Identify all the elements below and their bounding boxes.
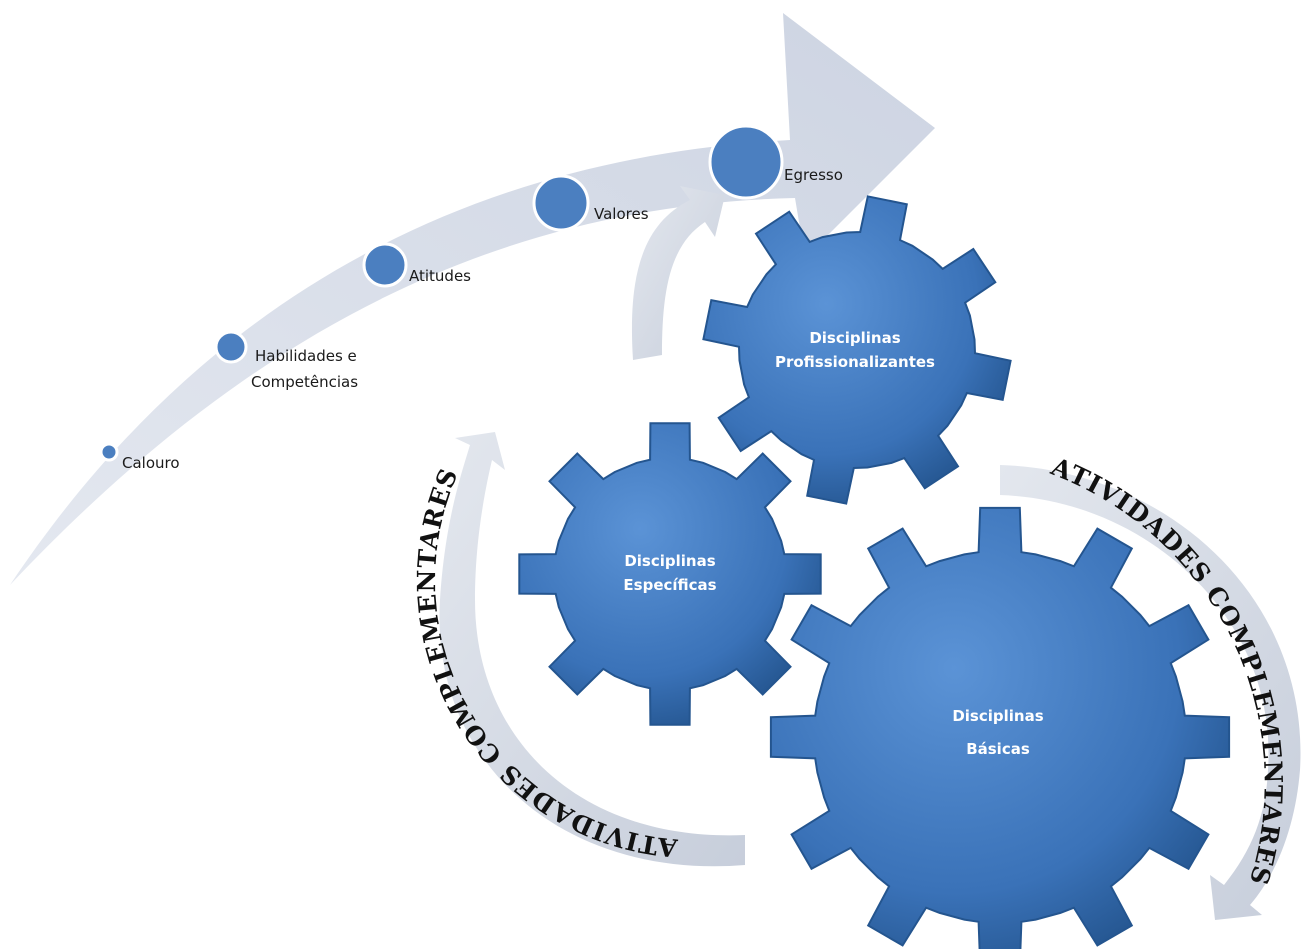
gear-basicas-line1: Disciplinas bbox=[952, 707, 1043, 725]
milestone-label: Habilidades e bbox=[255, 347, 357, 365]
milestone-calouro: Calouro bbox=[99, 442, 180, 472]
gear-especificas-line1: Disciplinas bbox=[624, 552, 715, 570]
milestone-label: Egresso bbox=[784, 166, 843, 184]
gear-especificas: Disciplinas Específicas bbox=[518, 422, 822, 726]
complementary-arc-left bbox=[439, 432, 745, 867]
milestone-label-line2: Competências bbox=[251, 373, 358, 391]
gear-profissionalizantes: Disciplinas Profissionalizantes bbox=[702, 195, 1012, 505]
milestone-atitudes: Atitudes bbox=[362, 242, 471, 288]
gear-basicas: Disciplinas Básicas bbox=[769, 506, 1231, 949]
gear-basicas-line2: Básicas bbox=[966, 740, 1030, 758]
milestone-circle bbox=[532, 174, 590, 232]
complementary-arc-right bbox=[1000, 465, 1301, 920]
milestone-valores: Valores bbox=[532, 174, 649, 232]
gear-especificas-shape bbox=[518, 422, 822, 726]
milestone-egresso: Egresso bbox=[708, 124, 843, 200]
milestone-label: Atitudes bbox=[409, 267, 471, 285]
progress-arrow bbox=[10, 13, 935, 585]
milestone-label: Calouro bbox=[122, 454, 180, 472]
milestone-label: Valores bbox=[594, 205, 649, 223]
milestone-circle bbox=[708, 124, 784, 200]
egresso-connector-arrow bbox=[631, 186, 725, 360]
gear-basicas-shape bbox=[769, 506, 1231, 949]
gear-especificas-line2: Específicas bbox=[623, 576, 716, 594]
gear-profissionalizantes-line2: Profissionalizantes bbox=[775, 353, 935, 371]
gear-profissionalizantes-line1: Disciplinas bbox=[809, 329, 900, 347]
milestone-habilidades: Habilidades e Competências bbox=[214, 330, 358, 391]
gear-profissionalizantes-shape bbox=[702, 195, 1012, 505]
milestone-circle bbox=[214, 330, 248, 364]
milestone-circle bbox=[362, 242, 408, 288]
milestone-circle bbox=[99, 442, 119, 462]
